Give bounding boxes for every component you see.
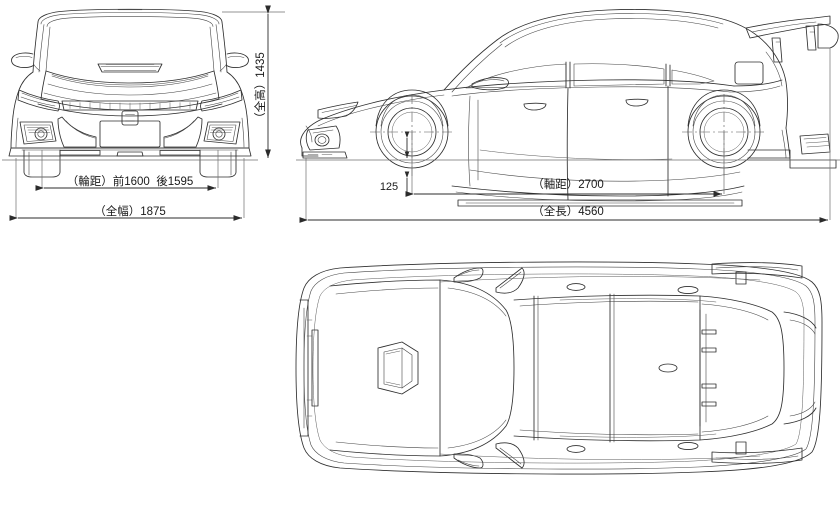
track-label: （輪距）前1600 後1595 (67, 174, 194, 188)
side-view-dimensions: 125 （軸距）2700 （全長）4560 (299, 48, 831, 223)
rear-wing (745, 15, 839, 63)
top-plan-view (295, 261, 823, 475)
front-elevation-view (2, 8, 258, 178)
front-wheels (23, 149, 237, 178)
front-roof-and-glass (32, 8, 228, 86)
side-elevation-view (296, 9, 840, 207)
front-grille-and-headlights (17, 89, 243, 126)
overall-length-label: （全長）4560 (532, 204, 604, 218)
front-mirrors (11, 52, 249, 72)
wheelbase-label: （軸距）2700 (532, 177, 604, 191)
overall-height-label: （全高）1435 (253, 52, 267, 124)
front-bumper-and-intakes (8, 115, 252, 157)
overall-width-label: （全幅）1875 (94, 204, 166, 218)
front-view-dimensions: （全高）1435 （輪距）前1600 後1595 （全幅）1875 (9, 5, 285, 221)
ground-clearance-label: 125 (380, 181, 398, 193)
